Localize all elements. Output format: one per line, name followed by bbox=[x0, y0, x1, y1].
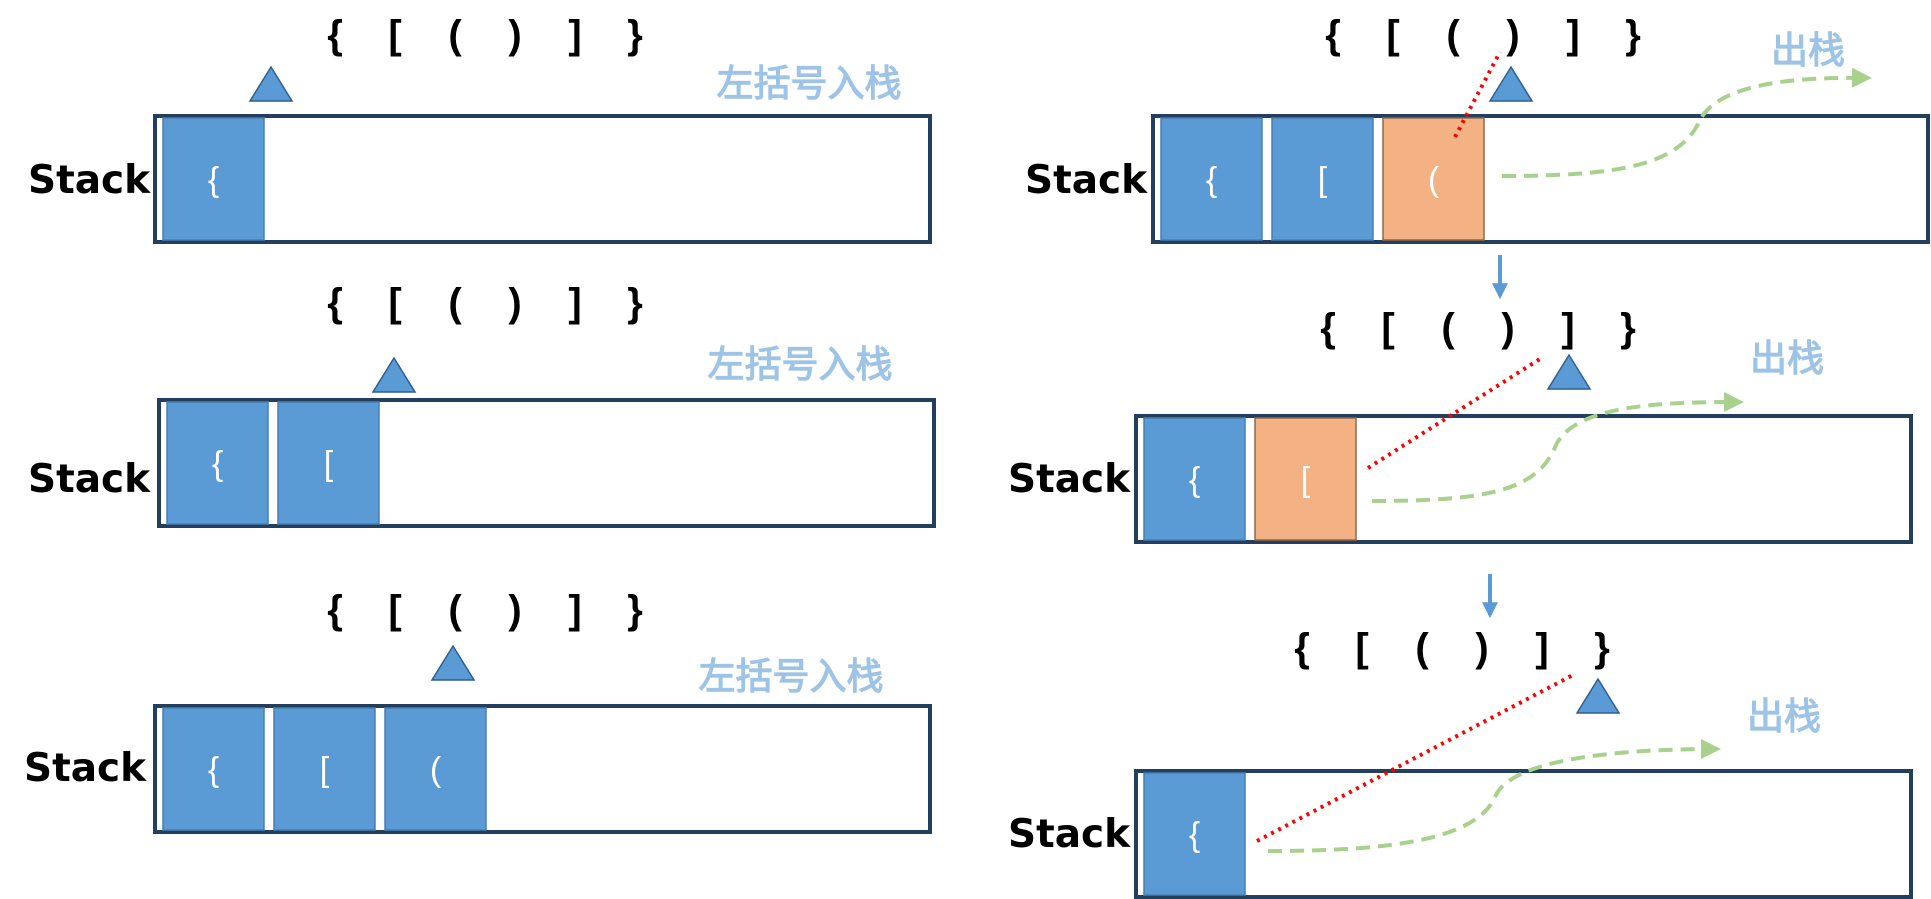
stack-cell bbox=[1143, 772, 1246, 896]
pointer-triangle bbox=[248, 65, 294, 102]
panel-push-3: { [ ()]} 左括号入栈 Stack { [ ( bbox=[24, 588, 932, 834]
action-label: 左括号入栈 bbox=[708, 343, 893, 386]
stack-cell bbox=[162, 117, 265, 241]
action-label: 出栈 bbox=[1771, 29, 1845, 72]
sequence-char: ] bbox=[568, 13, 581, 57]
sequence-char: ] bbox=[1566, 13, 1579, 57]
sequence-char: } bbox=[1625, 13, 1641, 57]
action-label: 左括号入栈 bbox=[717, 62, 902, 105]
pointer-triangle bbox=[1546, 353, 1592, 390]
sequence-char: [ bbox=[1355, 626, 1368, 670]
stack-frame bbox=[1134, 769, 1913, 899]
pop-arrow bbox=[1371, 392, 1744, 503]
sequence-char: ) bbox=[1506, 13, 1519, 57]
sequence-char: [ bbox=[388, 281, 401, 325]
sequence-char: { bbox=[1320, 306, 1336, 350]
stack-cell-char: ( bbox=[430, 751, 442, 789]
stack-cell bbox=[277, 401, 380, 525]
sequence-char: [ bbox=[388, 588, 401, 632]
stack-cell bbox=[384, 707, 487, 831]
sequence-char: { bbox=[327, 588, 343, 632]
sequence-char: ) bbox=[1475, 626, 1488, 670]
action-label: 左括号入栈 bbox=[699, 655, 884, 698]
sequence-char: [ bbox=[1386, 13, 1399, 57]
sequence-char: ( bbox=[1415, 626, 1429, 670]
sequence-char: { bbox=[327, 13, 343, 57]
sequence-char: ) bbox=[508, 13, 521, 57]
sequence-char: ( bbox=[448, 13, 462, 57]
stack-cell-char: { bbox=[208, 751, 219, 789]
stack-frame bbox=[153, 704, 932, 834]
sequence-char: ) bbox=[1501, 306, 1514, 350]
pointer-triangle bbox=[430, 644, 476, 681]
panel-pop-1: { [ ()]} 出栈 Stack { [ ( bbox=[1025, 13, 1930, 244]
pop-arrow bbox=[1267, 739, 1721, 853]
stack-cell-char: { bbox=[1189, 461, 1200, 499]
stack-label: Stack bbox=[1008, 812, 1131, 857]
stack-frame bbox=[153, 114, 932, 244]
stack-frame bbox=[157, 398, 936, 528]
sequence-char: ] bbox=[568, 281, 581, 325]
sequence-char: ( bbox=[1446, 13, 1460, 57]
sequence-char: } bbox=[1620, 306, 1636, 350]
stack-cell bbox=[166, 401, 269, 525]
stack-cell-char: { bbox=[208, 161, 219, 199]
sequence-char: { bbox=[1294, 626, 1310, 670]
sequence-char: [ bbox=[1381, 306, 1394, 350]
stack-label: Stack bbox=[28, 457, 151, 502]
panel-push-1: { [ ()]} 左括号入栈 Stack { bbox=[28, 13, 932, 244]
sequence-char: } bbox=[627, 588, 643, 632]
stack-label: Stack bbox=[1008, 457, 1131, 502]
match-line bbox=[1256, 673, 1574, 843]
action-label: 出栈 bbox=[1747, 695, 1821, 738]
stack-label: Stack bbox=[28, 158, 151, 203]
sequence-char: } bbox=[1594, 626, 1610, 670]
stack-cell-char: [ bbox=[1318, 161, 1328, 199]
stack-cell-char: { bbox=[212, 445, 223, 483]
sequence-char: ( bbox=[448, 588, 462, 632]
sequence-char: ] bbox=[1561, 306, 1574, 350]
stack-cell bbox=[273, 707, 376, 831]
stack-cell bbox=[1143, 417, 1246, 541]
match-line bbox=[1453, 51, 1502, 138]
panel-push-2: { [ ()]} 左括号入栈 Stack { [ bbox=[28, 281, 936, 528]
pop-arrow bbox=[1501, 67, 1872, 178]
match-line bbox=[1366, 355, 1545, 470]
stack-label: Stack bbox=[24, 746, 147, 791]
panel-pop-3: { [ ()]} 出栈 Stack { bbox=[1008, 626, 1913, 899]
pointer-triangle bbox=[1575, 677, 1621, 714]
panel-pop-2: { [ ()]} 出栈 Stack { [ bbox=[1008, 306, 1913, 544]
stack-label: Stack bbox=[1025, 158, 1148, 203]
pointer-triangle bbox=[1488, 65, 1534, 102]
sequence-char: { bbox=[327, 281, 343, 325]
sequence-char: ) bbox=[508, 588, 521, 632]
sequence-char: { bbox=[1325, 13, 1341, 57]
sequence-char: [ bbox=[388, 13, 401, 57]
sequence-char: ( bbox=[448, 281, 462, 325]
stack-cell-char: ( bbox=[1428, 161, 1440, 199]
stack-cell-char: [ bbox=[324, 445, 334, 483]
action-label: 出栈 bbox=[1750, 337, 1824, 380]
stack-cell-char: { bbox=[1189, 816, 1200, 854]
sequence-char: ] bbox=[568, 588, 581, 632]
stack-cell-char: { bbox=[1206, 161, 1217, 199]
popping-cell bbox=[1254, 417, 1357, 541]
sequence-char: } bbox=[627, 281, 643, 325]
stack-cell-char: [ bbox=[320, 751, 330, 789]
stack-cell bbox=[162, 707, 265, 831]
sequence-char: } bbox=[627, 13, 643, 57]
pointer-triangle bbox=[371, 356, 417, 393]
sequence-char: ) bbox=[508, 281, 521, 325]
stack-cell bbox=[1271, 117, 1374, 241]
sequence-char: ] bbox=[1535, 626, 1548, 670]
stack-cell bbox=[1160, 117, 1263, 241]
popping-cell bbox=[1382, 117, 1485, 241]
sequence-char: ( bbox=[1441, 306, 1455, 350]
stack-frame bbox=[1151, 114, 1930, 244]
stack-cell-char: [ bbox=[1301, 461, 1311, 499]
